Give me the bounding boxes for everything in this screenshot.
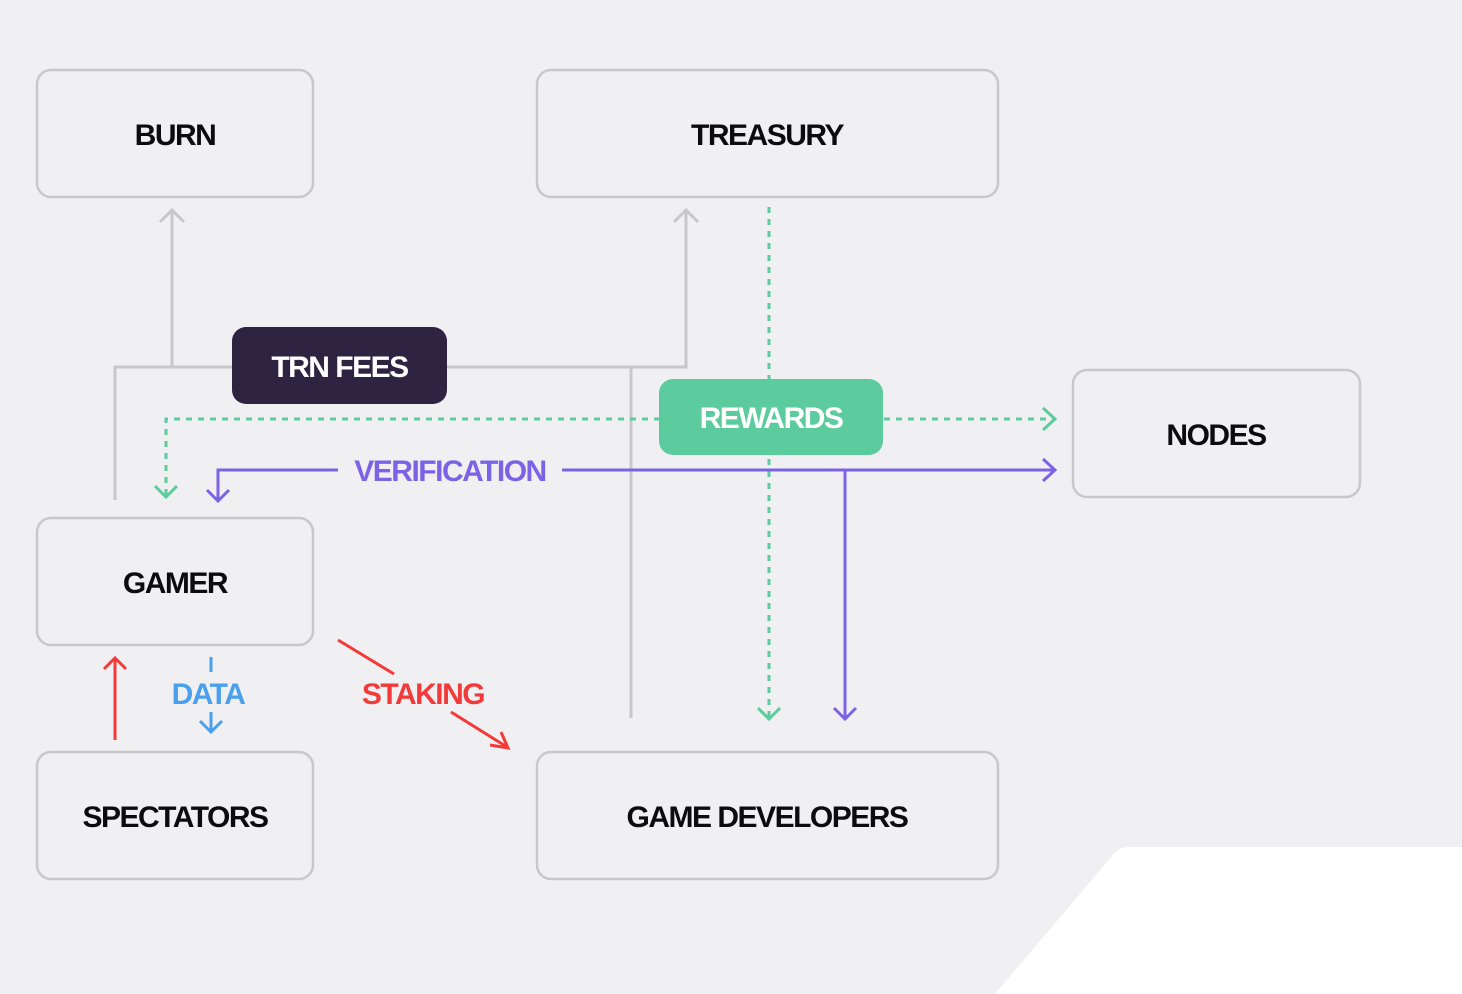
node-gamer: GAMER: [35, 516, 315, 647]
rewards-connectors: [164, 207, 1054, 718]
node-treasury-label: TREASURY: [691, 119, 844, 152]
fees-connectors: [113, 207, 700, 718]
node-burn-label: BURN: [135, 119, 216, 152]
node-treasury: TREASURY: [535, 68, 1000, 199]
corner-decoration: [995, 847, 1462, 994]
staking-connectors: [102, 638, 511, 750]
node-nodes: NODES: [1071, 368, 1362, 499]
trn-fees-badge: TRN FEES: [232, 327, 447, 404]
verification-connectors: [205, 457, 1058, 722]
node-spectators: SPECTATORS: [35, 750, 315, 881]
rewards-badge: REWARDS: [659, 379, 883, 455]
node-nodes-label: NODES: [1166, 419, 1266, 452]
node-gamer-label: GAMER: [123, 567, 229, 600]
rewards-arrowheads: [153, 406, 1058, 722]
staking-label: STAKING: [362, 678, 484, 711]
data-label: DATA: [172, 678, 246, 711]
node-burn: BURN: [35, 68, 315, 199]
node-game-developers: GAME DEVELOPERS: [535, 750, 1000, 881]
trn-fees-label: TRN FEES: [271, 351, 408, 384]
node-spectators-label: SPECTATORS: [82, 801, 268, 834]
verification-label: VERIFICATION: [354, 455, 545, 488]
node-game-developers-label: GAME DEVELOPERS: [627, 801, 908, 834]
data-connectors: [198, 657, 224, 735]
rewards-label: REWARDS: [700, 402, 843, 435]
